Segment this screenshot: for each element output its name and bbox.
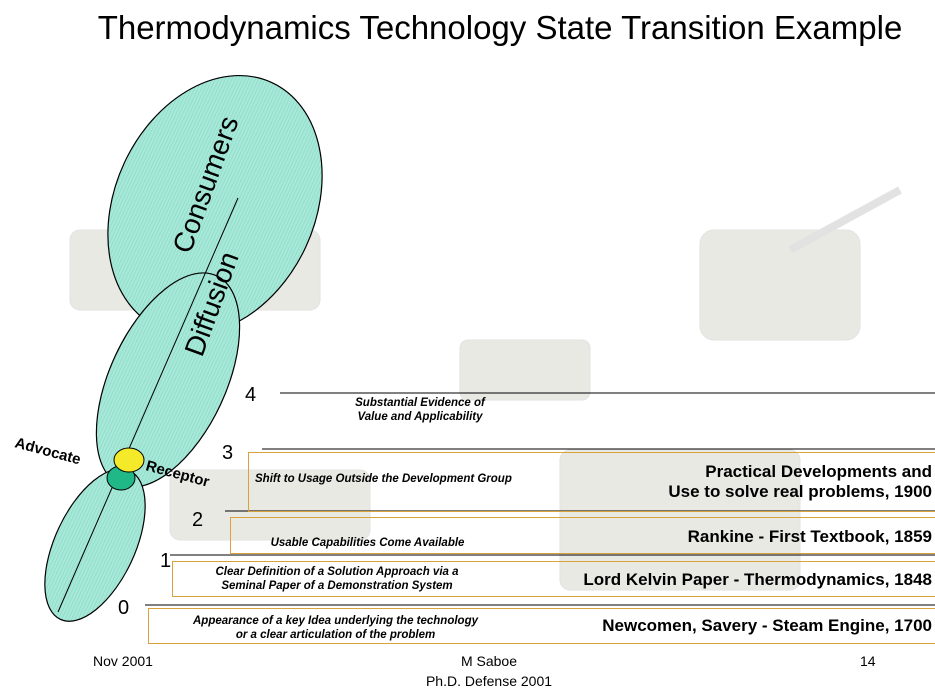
advocate-circle	[113, 447, 145, 473]
level-description-0: Appearance of a key Idea underlying the …	[192, 615, 478, 641]
level-box-2	[230, 517, 935, 554]
advocate-label: Advocate	[13, 434, 83, 468]
level-box-1	[172, 561, 935, 597]
level-number-0: 0	[118, 597, 130, 619]
level-example-1: Lord Kelvin Paper - Thermodynamics, 1848	[583, 570, 932, 589]
axis-line	[57, 197, 239, 613]
level-description-2: Usable Capabilities Come Available	[270, 537, 465, 549]
footer-event: Ph.D. Defense 2001	[425, 673, 553, 689]
level-number-2: 2	[192, 509, 204, 531]
level-number-3: 3	[222, 442, 234, 464]
footer-date: Nov 2001	[93, 653, 153, 669]
level-description-3: Shift to Usage Outside the Development G…	[255, 473, 512, 485]
slide-title: Thermodynamics Technology State Transiti…	[97, 9, 903, 46]
page-number: 14	[860, 653, 876, 669]
level-example-2: Rankine - First Textbook, 1859	[687, 527, 932, 546]
level-description-1: Clear Definition of a Solution Approach …	[215, 566, 459, 592]
level-box-3	[248, 452, 935, 512]
level-number-1: 1	[160, 550, 172, 572]
level-example-0: Newcomen, Savery - Steam Engine, 1700	[602, 616, 932, 635]
level-number-4: 4	[245, 384, 257, 406]
level-box-0	[148, 608, 935, 644]
footer-author: M Saboe	[460, 653, 518, 669]
